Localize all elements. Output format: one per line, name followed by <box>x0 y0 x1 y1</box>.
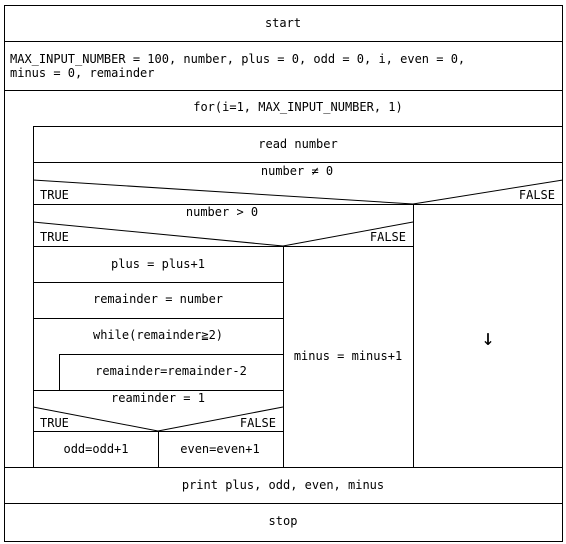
decision-number-nonzero: number ≠ 0 <box>261 164 333 178</box>
decision-remainder-one: reaminder = 1 <box>111 391 205 405</box>
print-results-block: print plus, odd, even, minus <box>182 478 384 492</box>
decision-nonzero-false-label: FALSE <box>519 188 555 202</box>
declaration-line-2: minus = 0, remainder <box>10 66 155 80</box>
decision-nonzero-true-label: TRUE <box>40 188 69 202</box>
declaration-line-1: MAX_INPUT_NUMBER = 100, number, plus = 0… <box>10 52 465 66</box>
remainder-update-block: remainder=remainder-2 <box>95 364 247 378</box>
while-loop-header: while(remainder≧2) <box>93 328 223 342</box>
decision-remainder-true-label: TRUE <box>40 416 69 430</box>
decision-number-positive: number > 0 <box>186 205 258 219</box>
read-number-block: read number <box>258 137 337 151</box>
remainder-assign-block: remainder = number <box>93 292 223 306</box>
even-increment-block: even=even+1 <box>180 442 259 456</box>
odd-increment-block: odd=odd+1 <box>63 442 128 456</box>
for-loop-header: for(i=1, MAX_INPUT_NUMBER, 1) <box>193 100 403 114</box>
start-block: start <box>265 16 301 30</box>
decision-remainder-false-label: FALSE <box>240 416 276 430</box>
decision-positive-true-label: TRUE <box>40 230 69 244</box>
stop-block: stop <box>269 514 298 528</box>
decision-positive-false-label: FALSE <box>370 230 406 244</box>
empty-branch-arrow-icon: ↓ <box>481 326 494 351</box>
diagram-frame <box>4 5 563 542</box>
plus-increment-block: plus = plus+1 <box>111 257 205 271</box>
minus-increment-block: minus = minus+1 <box>294 349 402 363</box>
